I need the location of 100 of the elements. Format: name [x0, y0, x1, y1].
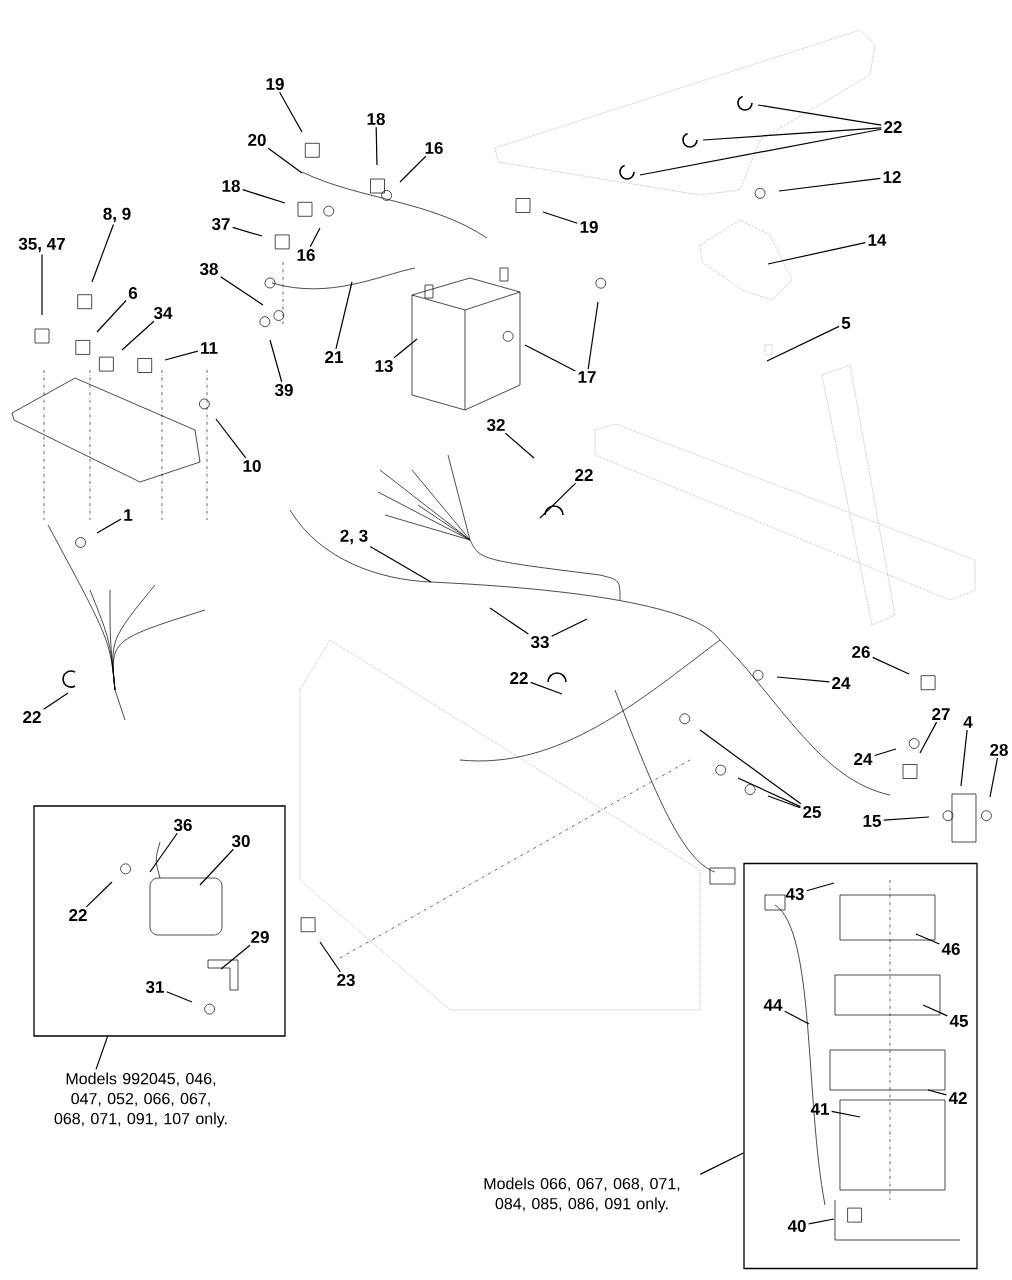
leader-line: [164, 350, 199, 361]
leader-line: [121, 320, 155, 351]
callout-number: 24: [854, 753, 873, 765]
leader-line: [551, 618, 588, 637]
callout-number: 6: [128, 287, 138, 300]
leader-line: [220, 276, 264, 306]
callout-number: 46: [941, 943, 960, 956]
callout-number: 18: [367, 113, 385, 126]
leader-line: [41, 253, 43, 316]
callout-number: 11: [201, 342, 218, 354]
inset-frame: [33, 805, 286, 1037]
callout-number: 22: [23, 711, 41, 723]
leader-line: [85, 881, 113, 908]
leader-line: [269, 339, 283, 383]
callout-number: 38: [199, 263, 218, 276]
callout-number: 12: [883, 171, 901, 183]
leader-line: [784, 1010, 810, 1025]
callout-number: 16: [297, 249, 315, 262]
leader-line: [215, 418, 247, 459]
callout-number: 22: [510, 672, 528, 684]
leader-line: [766, 325, 840, 362]
leader-line: [542, 211, 578, 224]
leader-line: [757, 104, 882, 126]
callout-number: 45: [949, 1015, 968, 1027]
callout-number: 4: [963, 716, 973, 728]
leader-line: [166, 991, 193, 1003]
callout-number: 21: [325, 351, 343, 363]
leader-line: [737, 777, 801, 808]
leader-line: [530, 681, 563, 695]
leader-line: [776, 676, 830, 683]
leader-line: [504, 432, 535, 459]
callout-number: 17: [578, 371, 596, 383]
leader-line: [393, 338, 418, 359]
model-note: Models 066, 067, 068, 071, 084, 085, 086, 091 only.: [484, 1177, 680, 1213]
callout-number: 1: [124, 509, 133, 521]
leader-line: [960, 729, 968, 787]
inset-frame: [743, 862, 978, 1270]
callout-number: 41: [810, 1103, 829, 1115]
leader-line: [369, 545, 432, 583]
leader-line: [267, 147, 303, 174]
leader-line: [489, 607, 529, 635]
leader-line: [699, 1152, 744, 1175]
leader-line: [319, 941, 341, 973]
leader-line: [242, 189, 286, 204]
callout-number: 16: [425, 142, 443, 155]
callout-number: 10: [243, 460, 261, 473]
callout-number: 26: [852, 646, 870, 659]
callout-number: 35, 47: [18, 237, 65, 253]
callout-number: 34: [153, 307, 173, 320]
callout-number: 14: [868, 234, 887, 246]
leader-line: [767, 242, 866, 265]
callout-number: 40: [787, 1220, 806, 1233]
callout-number: 29: [251, 931, 269, 944]
leader-line: [587, 301, 599, 370]
callout-number: 43: [785, 888, 804, 901]
leader-line: [91, 223, 115, 283]
callout-number: 36: [173, 819, 192, 832]
callout-number: 20: [248, 134, 266, 147]
model-note: Models 992045, 046, 047, 052, 066, 067, 068, 071, 091, 107 only.: [54, 1072, 227, 1128]
callout-number: 2, 3: [340, 529, 368, 545]
leader-line: [539, 482, 577, 519]
leader-line: [232, 226, 263, 237]
callout-number: 22: [884, 121, 902, 133]
callout-number: 19: [266, 78, 284, 91]
leader-line: [915, 933, 940, 945]
callout-number: 39: [274, 384, 293, 397]
leader-line: [96, 518, 122, 534]
callout-number: 13: [375, 360, 393, 373]
leader-line: [808, 1218, 835, 1225]
leader-line: [883, 816, 930, 821]
leader-line: [639, 128, 882, 176]
leader-line: [335, 281, 353, 350]
callout-number: 24: [832, 677, 851, 689]
leader-line: [919, 721, 938, 754]
leader-line: [699, 729, 802, 805]
callout-number: 30: [231, 835, 250, 848]
leader-line: [874, 748, 897, 757]
leader-line: [872, 656, 910, 675]
leader-line: [702, 127, 882, 141]
callout-number: 28: [990, 744, 1008, 757]
callout-number: 42: [948, 1092, 967, 1104]
leader-line: [399, 155, 427, 183]
callout-number: 19: [580, 221, 598, 234]
callout-number: 25: [803, 806, 821, 819]
callout-number: 33: [530, 636, 549, 649]
leader-line: [831, 1110, 861, 1118]
leader-line: [279, 91, 303, 133]
callout-number: 31: [145, 981, 164, 994]
leader-line: [989, 757, 999, 798]
leader-line: [95, 1036, 109, 1070]
leader-line: [149, 832, 178, 873]
leader-line: [43, 692, 69, 710]
callout-number: 8, 9: [103, 207, 131, 223]
callout-number: 37: [211, 218, 230, 231]
leader-line: [220, 944, 251, 970]
callout-number: 22: [69, 909, 87, 921]
callout-number: 15: [863, 815, 881, 827]
callout-number: 23: [337, 974, 355, 987]
callout-number: 27: [932, 708, 950, 720]
leader-line: [375, 126, 378, 166]
